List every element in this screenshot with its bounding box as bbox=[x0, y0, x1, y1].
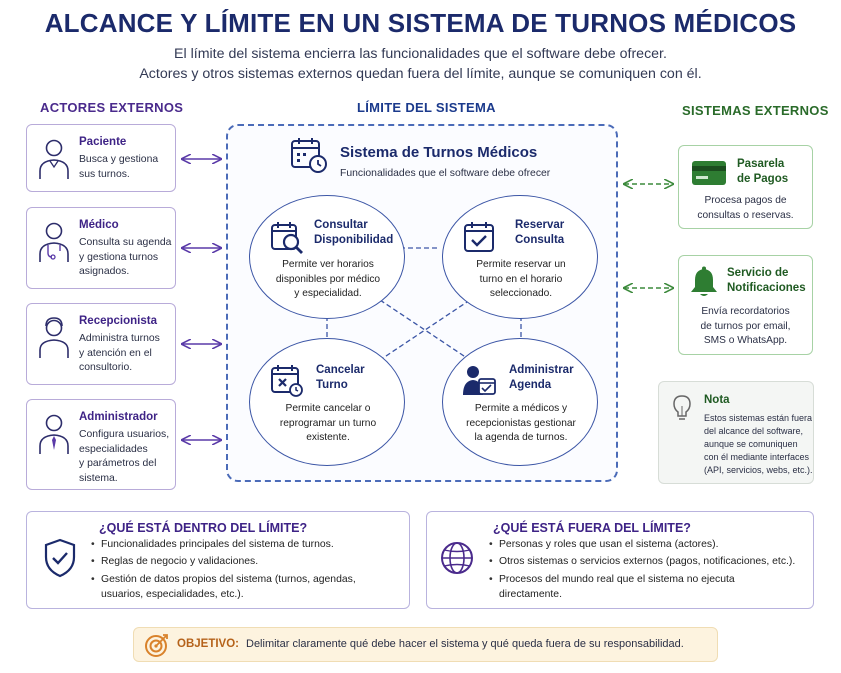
page-title: ALCANCE Y LÍMITE EN UN SISTEMA DE TURNOS… bbox=[44, 8, 797, 38]
list-item: Procesos del mundo real que el sistema n… bbox=[489, 573, 807, 603]
external-heading: SISTEMAS EXTERNOS bbox=[682, 103, 829, 118]
user-calendar-icon bbox=[463, 366, 496, 395]
credit-card-icon bbox=[692, 161, 726, 185]
objective-banner: OBJETIVO: Delimitar claramente qué debe … bbox=[133, 627, 718, 662]
lightbulb-icon bbox=[673, 395, 691, 420]
calendar-check-icon bbox=[464, 222, 494, 252]
boundary-heading: LÍMITE DEL SISTEMA bbox=[357, 100, 496, 115]
objective-text: Delimitar claramente qué debe hacer el s… bbox=[246, 638, 684, 650]
system-title: Sistema de Turnos Médicos bbox=[340, 144, 538, 161]
actor-title: Médico bbox=[79, 219, 119, 231]
actor-title: Paciente bbox=[79, 136, 127, 148]
actor-card-administrador: Administrador Configura usuarios,especia… bbox=[26, 399, 176, 490]
actor-title: Recepcionista bbox=[79, 315, 157, 327]
list-item: Personas y roles que usan el sistema (ac… bbox=[489, 538, 807, 553]
system-subtitle: Funcionalidades que el software debe ofr… bbox=[340, 168, 551, 179]
actor-title: Administrador bbox=[79, 411, 158, 423]
bell-icon bbox=[691, 266, 717, 296]
calendar-cancel-icon bbox=[271, 365, 303, 397]
calendar-search-icon bbox=[271, 222, 303, 254]
outside-title: ¿QUÉ ESTÁ FUERA DEL LÍMITE? bbox=[493, 521, 691, 535]
subtitle-line-2: Actores y otros sistemas externos quedan… bbox=[139, 66, 702, 82]
objective-label: OBJETIVO: bbox=[177, 638, 239, 650]
list-item: Funcionalidades principales del sistema … bbox=[91, 538, 401, 553]
patient-icon bbox=[39, 139, 69, 179]
inside-title: ¿QUÉ ESTÁ DENTRO DEL LÍMITE? bbox=[99, 521, 308, 535]
list-item: Gestión de datos propios del sistema (tu… bbox=[91, 573, 401, 603]
shield-check-icon bbox=[44, 538, 76, 578]
list-item: Otros sistemas o servicios externos (pag… bbox=[489, 555, 807, 570]
inside-boundary-card: ¿QUÉ ESTÁ DENTRO DEL LÍMITE? Funcionalid… bbox=[26, 511, 410, 609]
subtitle-line-1: El límite del sistema encierra las funci… bbox=[174, 46, 667, 62]
list-item: Reglas de negocio y validaciones. bbox=[91, 555, 401, 570]
outside-list: Personas y roles que usan el sistema (ac… bbox=[489, 538, 807, 605]
globe-icon bbox=[441, 542, 473, 574]
target-icon bbox=[145, 634, 168, 657]
inside-list: Funcionalidades principales del sistema … bbox=[91, 538, 401, 605]
outside-boundary-card: ¿QUÉ ESTÁ FUERA DEL LÍMITE? Personas y r… bbox=[426, 511, 814, 609]
note-title: Nota bbox=[704, 394, 730, 406]
actors-heading: ACTORES EXTERNOS bbox=[40, 100, 184, 115]
receptionist-icon bbox=[39, 317, 69, 358]
admin-icon bbox=[39, 414, 69, 454]
link-diag-1 bbox=[379, 299, 471, 361]
doctor-icon bbox=[39, 222, 69, 262]
calendar-clock-icon bbox=[291, 138, 327, 173]
link-diag-2 bbox=[379, 299, 471, 361]
